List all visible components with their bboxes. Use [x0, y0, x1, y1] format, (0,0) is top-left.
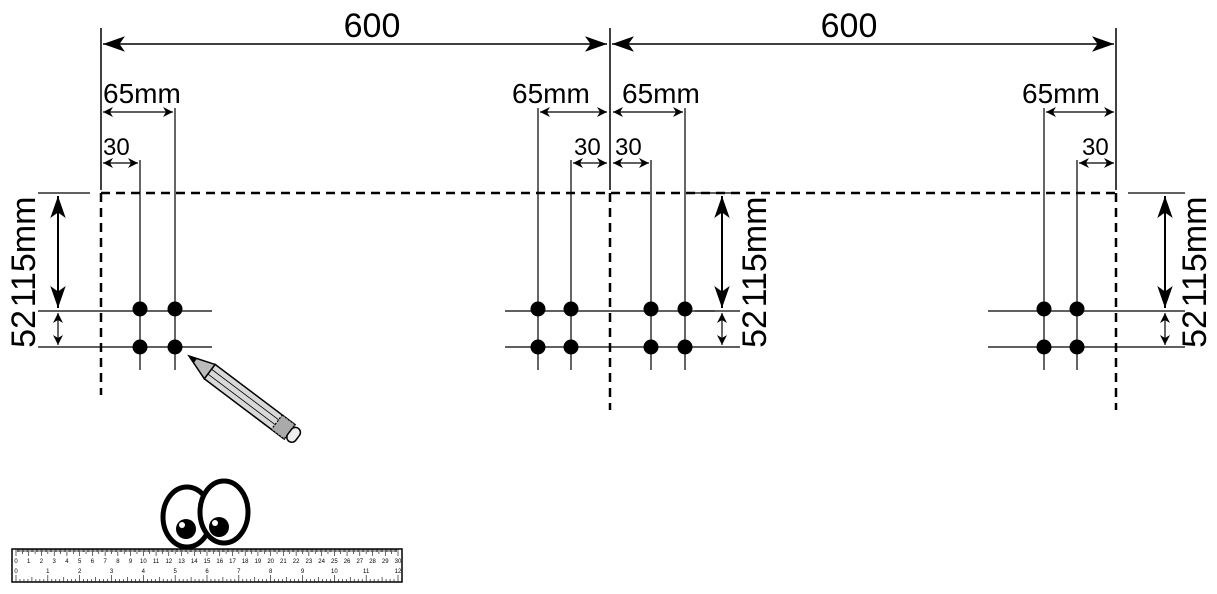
span-label-left: 600: [344, 7, 401, 45]
ruler-number-bottom: 1: [46, 569, 50, 575]
ruler-number-top: 28: [369, 559, 376, 565]
ruler-number-bottom: 11: [363, 569, 370, 575]
ruler-number-bottom: 6: [205, 569, 209, 575]
ruler-number-top: 3: [53, 559, 57, 565]
span-dimension-left: 600: [100, 7, 607, 190]
drop-dimension-left: 115mm 52: [5, 196, 66, 348]
ruler-number-bottom: 10: [331, 569, 338, 575]
ruler-number-top: 12: [165, 559, 172, 565]
drop-dimension-right: 115mm 52: [1157, 196, 1214, 348]
ruler-number-bottom: 12: [395, 569, 402, 575]
ruler-number-top: 4: [65, 559, 69, 565]
ruler-number-top: 27: [356, 559, 363, 565]
ruler-number-top: 19: [255, 559, 262, 565]
cabinet-outline: [99, 191, 1118, 410]
ruler-number-top: 17: [229, 559, 236, 565]
span-label-right: 600: [821, 7, 878, 45]
hole-group-left: 65mm 30: [38, 78, 212, 370]
span-dimension-right: 600: [609, 7, 1117, 190]
drop-label-mid: 115mm: [736, 197, 774, 308]
ruler-number-top: 18: [242, 559, 249, 565]
ruler-number-top: 30: [395, 559, 402, 565]
offset-label-2: 30: [574, 134, 601, 161]
ruler-number-bottom: 5: [173, 569, 177, 575]
spacing-label-2: 65mm: [512, 78, 590, 109]
ruler-number-bottom: 0: [14, 569, 18, 575]
ruler-number-top: 14: [191, 559, 198, 565]
spacing-label-1: 65mm: [103, 78, 181, 109]
ruler-number-top: 29: [382, 559, 389, 565]
ruler-number-bottom: 2: [78, 569, 82, 575]
ruler-number-top: 26: [344, 559, 351, 565]
ruler-number-top: 24: [318, 559, 325, 565]
ruler-number-top: 0: [14, 559, 18, 565]
ruler-number-top: 21: [280, 559, 287, 565]
ruler-number-bottom: 4: [142, 569, 146, 575]
pencil-icon: [187, 354, 302, 443]
ruler-number-bottom: 7: [237, 569, 241, 575]
pitch-label-mid: 52: [736, 310, 774, 348]
ruler-number-top: 13: [178, 559, 185, 565]
ruler-number-top: 16: [216, 559, 223, 565]
ruler-number-top: 8: [116, 559, 120, 565]
ruler-number-bottom: 3: [110, 569, 114, 575]
ruler-number-top: 9: [129, 559, 133, 565]
ruler-number-top: 5: [78, 559, 82, 565]
spacing-label-3: 65mm: [622, 78, 700, 109]
ruler-number-top: 1: [27, 559, 31, 565]
ruler-number-top: 10: [140, 559, 147, 565]
offset-label-4: 30: [1082, 134, 1109, 161]
pitch-label-right: 52: [1176, 310, 1214, 348]
pitch-label-left: 52: [5, 310, 43, 348]
ruler-number-top: 7: [103, 559, 107, 565]
ruler-number-top: 23: [306, 559, 313, 565]
eyes-icon: [160, 478, 251, 550]
ruler-number-top: 11: [153, 559, 160, 565]
hole-group-right: 65mm 30: [988, 78, 1185, 370]
ruler-number-bottom: 8: [269, 569, 273, 575]
drop-dimension-middle: 115mm 52: [714, 196, 774, 348]
hole-group-middle: 65mm 30 65mm 30: [505, 78, 740, 370]
ruler-number-top: 22: [293, 559, 300, 565]
spacing-label-4: 65mm: [1022, 78, 1100, 109]
ruler-number-top: 25: [331, 559, 338, 565]
drop-label-left: 115mm: [5, 197, 43, 308]
ruler-number-top: 15: [204, 559, 211, 565]
offset-label-3: 30: [615, 134, 642, 161]
ruler-number-top: 20: [267, 559, 274, 565]
ruler-number-bottom: 9: [301, 569, 305, 575]
offset-label-1: 30: [103, 134, 130, 161]
drop-label-right: 115mm: [1176, 197, 1214, 308]
ruler-number-top: 6: [91, 559, 95, 565]
ruler-number-top: 2: [40, 559, 44, 565]
